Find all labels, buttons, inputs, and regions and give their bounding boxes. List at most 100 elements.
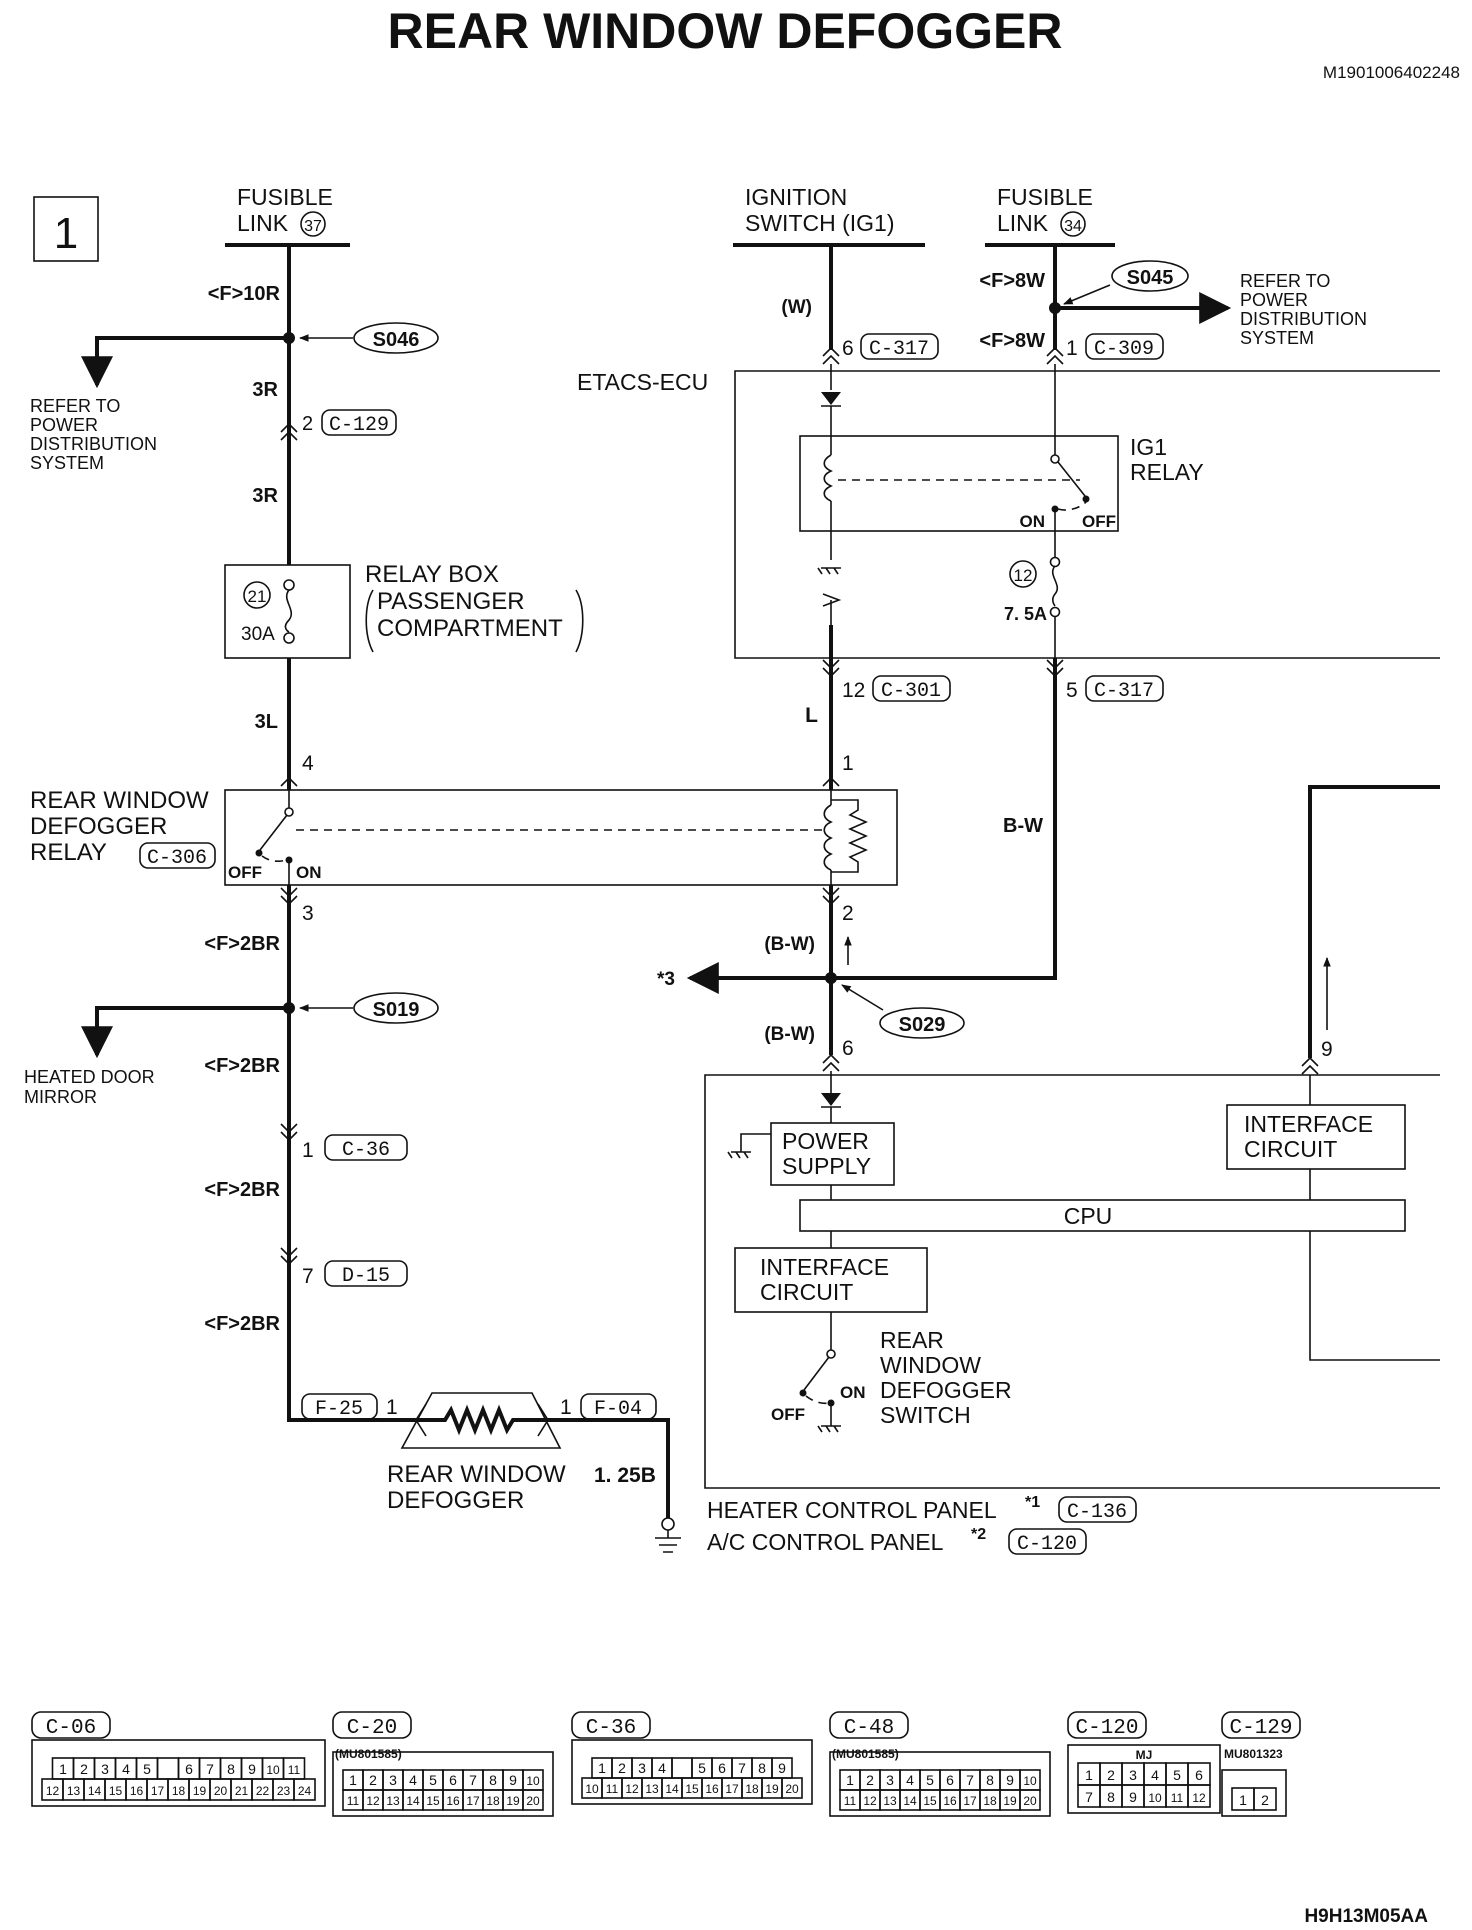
relay-box-1: RELAY BOX xyxy=(365,561,499,588)
relay-box-2: PASSENGER xyxy=(377,588,525,615)
switch-on-label: ON xyxy=(840,1383,866,1402)
refer-right-3: DISTRIBUTION xyxy=(1240,309,1367,329)
connector-pin: 17 xyxy=(151,1784,165,1798)
ac-panel-label: A/C CONTROL PANEL xyxy=(707,1529,944,1555)
connector-pin: 16 xyxy=(130,1784,144,1798)
connector-pin: 8 xyxy=(489,1772,497,1788)
chevron-relay-pin1 xyxy=(822,776,840,787)
connector-pin-cell xyxy=(1019,1789,1041,1811)
connector-pin: 20 xyxy=(1023,1794,1037,1808)
fuse-12-circle xyxy=(1009,560,1037,588)
s045-pointer xyxy=(1063,284,1111,305)
interface-circuit-1-b: CIRCUIT xyxy=(760,1279,853,1305)
connector-pin: 7 xyxy=(469,1772,477,1788)
wire-l: L xyxy=(805,704,818,727)
fusible-link-37-number: 37 xyxy=(304,218,322,235)
connector-pin: 1 xyxy=(1239,1792,1247,1808)
splice-s046: S046 xyxy=(373,329,420,351)
connector-pin: 11 xyxy=(347,1794,360,1808)
power-supply-1: POWER xyxy=(782,1128,869,1154)
fuse-12-number: 12 xyxy=(1014,566,1033,585)
connector-pin: 3 xyxy=(638,1760,646,1776)
pin-6-c317: 6 xyxy=(842,337,854,360)
defogger-label-2: DEFOGGER xyxy=(387,1487,524,1514)
control-panel-frame xyxy=(704,1074,1440,1489)
fuse-12-bot-term xyxy=(1049,606,1061,618)
connector-pin: 9 xyxy=(1129,1789,1137,1805)
connector-pin: 1 xyxy=(349,1772,357,1788)
connector-pin: 4 xyxy=(409,1772,417,1788)
panel-diode xyxy=(821,1093,841,1106)
connector-pin: 5 xyxy=(429,1772,437,1788)
conn-c36-box xyxy=(324,1134,408,1161)
heated-mirror-2: MIRROR xyxy=(24,1087,97,1107)
defogger-shape xyxy=(400,1392,562,1449)
conn-c317b-box xyxy=(1085,675,1164,702)
connector-pin-cell xyxy=(671,1757,693,1779)
switch-off-dot xyxy=(799,1389,807,1397)
wire-3r-a: 3R xyxy=(252,379,278,401)
fusible-link-34-circle xyxy=(1060,211,1086,237)
wire-w: (W) xyxy=(781,297,812,318)
refer-left-1: REFER TO xyxy=(30,396,120,416)
interface-circuit-2-a: INTERFACE xyxy=(1244,1111,1373,1137)
doc-id: M1901006402248 xyxy=(1323,63,1460,82)
conn-c129-box xyxy=(321,409,397,436)
connector-pin: 3 xyxy=(101,1761,109,1777)
connector-view-id: C-06 xyxy=(46,1717,96,1740)
connector-pin: 23 xyxy=(277,1784,291,1798)
connector-pin: 9 xyxy=(1006,1772,1014,1788)
connector-pin: 11 xyxy=(606,1782,619,1796)
connector-pin-cell xyxy=(1187,1784,1211,1808)
wire-f2br-c: <F>2BR xyxy=(204,1179,280,1201)
defogger-relay-2: DEFOGGER xyxy=(30,813,167,840)
refer-right-2: POWER xyxy=(1240,290,1308,310)
connector-pin: 2 xyxy=(618,1760,626,1776)
page-number: 1 xyxy=(54,209,78,258)
defogger-label-1: REAR WINDOW xyxy=(387,1461,566,1488)
connector-pin: 7 xyxy=(738,1760,746,1776)
refer-left-2: POWER xyxy=(30,415,98,435)
connector-pin: 12 xyxy=(863,1794,877,1808)
connector-view-part: (MU801585) xyxy=(335,1747,402,1761)
splice-s045: S045 xyxy=(1127,267,1174,289)
connector-pin: 4 xyxy=(906,1772,914,1788)
connector-pin: 5 xyxy=(698,1760,706,1776)
defogger-switch-1: REAR xyxy=(880,1327,944,1353)
relay-box-paren-left xyxy=(365,589,374,653)
connector-pin: 3 xyxy=(886,1772,894,1788)
conn-c317a-box xyxy=(860,333,939,360)
connector-pin: 13 xyxy=(883,1794,897,1808)
connector-pin: 13 xyxy=(386,1794,400,1808)
connector-pin: 20 xyxy=(526,1794,540,1808)
connector-view-id-box xyxy=(31,1711,111,1739)
ig1-off-dot xyxy=(1082,495,1090,503)
connector-pin: 12 xyxy=(46,1784,60,1798)
heater-panel-note: *1 xyxy=(1025,1494,1040,1511)
ig1-travel xyxy=(1057,501,1087,511)
conn-f25-box xyxy=(301,1393,378,1420)
wire-to-refer-left xyxy=(81,336,289,389)
connector-pin: 19 xyxy=(506,1794,520,1808)
connector-pin: 9 xyxy=(509,1772,517,1788)
connector-pin: 3 xyxy=(389,1772,397,1788)
connector-pin: 8 xyxy=(227,1761,235,1777)
connector-pin: 21 xyxy=(235,1784,249,1798)
relay-box-3: COMPARTMENT xyxy=(377,615,563,642)
connector-pin: 16 xyxy=(446,1794,460,1808)
ig1-off-label: OFF xyxy=(1082,512,1116,531)
connector-pin-cell xyxy=(781,1777,803,1799)
connector-pin: 18 xyxy=(983,1794,997,1808)
connector-pin: 20 xyxy=(785,1782,799,1796)
wire-f2br-a: <F>2BR xyxy=(204,933,280,955)
pin-2-c129: 2 xyxy=(302,413,313,435)
splice-s046-oval xyxy=(353,322,439,354)
connector-pin: 17 xyxy=(466,1794,480,1808)
refer-left-4: SYSTEM xyxy=(30,453,104,473)
connector-pin: 11 xyxy=(844,1794,857,1808)
panel-wire-right-loop xyxy=(1309,1231,1440,1361)
defogger-relay-frame xyxy=(224,789,898,886)
conn-c306-box xyxy=(139,842,216,869)
